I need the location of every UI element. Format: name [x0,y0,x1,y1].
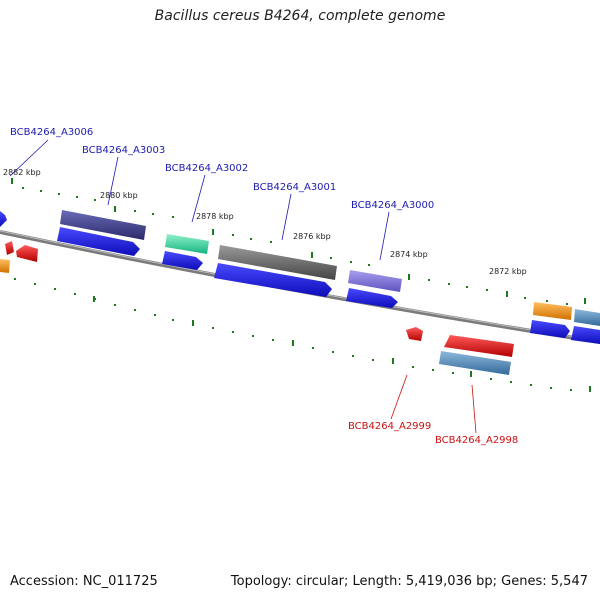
tick-label: 2874 kbp [390,250,428,259]
feature-red[interactable] [16,245,38,262]
feature-orange[interactable] [0,259,10,273]
feature-steel[interactable] [574,309,600,326]
feature-red[interactable] [444,335,514,357]
feature-lavender[interactable] [348,270,402,292]
leader-line [281,193,292,241]
feature-cluster-left [0,241,38,273]
gene-label[interactable]: BCB4264_A3006 [10,127,93,138]
gene-label[interactable]: BCB4264_A3002 [165,163,248,174]
gene-label[interactable]: BCB4264_A3003 [82,145,165,156]
cds-lane-forward [0,211,600,344]
cds-arrow[interactable] [0,211,7,227]
feature-navy[interactable] [60,210,146,240]
tick-label: 2880 kbp [100,191,138,200]
cds-arrow[interactable] [57,227,140,256]
feature-orange[interactable] [533,302,572,320]
map-title: Bacillus cereus B4264, complete genome [154,8,446,24]
feature-red[interactable] [406,327,423,341]
gene-label[interactable]: BCB4264_A3001 [253,182,336,193]
tick-label: 2876 kbp [293,232,331,241]
feature-teal[interactable] [165,234,209,254]
inner-tick-ring [14,278,591,392]
feature-lane-upper [60,210,600,326]
outer-tick-ring [11,178,586,305]
feature-red[interactable] [5,241,14,255]
cds-arrow[interactable] [530,320,570,338]
tick-label: 2872 kbp [489,267,527,276]
leader-line [191,174,206,223]
gene-label[interactable]: BCB4264_A2999 [348,421,431,432]
tick-label: 2878 kbp [196,212,234,221]
tick-label: 2882 kbp [3,168,41,177]
cds-arrow[interactable] [162,251,203,270]
leader-line [390,374,408,420]
leader-line [9,139,49,177]
genome-summary-text: Topology: circular; Length: 5,419,036 bp… [230,574,588,589]
cds-arrow[interactable] [571,326,600,344]
feature-lane-lower [406,327,514,375]
gene-label[interactable]: BCB4264_A3000 [351,200,434,211]
cds-arrow[interactable] [346,288,398,308]
feature-steel[interactable] [439,351,511,375]
leader-line [107,156,119,206]
leader-line [471,384,477,434]
accession-text: Accession: NC_011725 [10,574,158,589]
gene-label[interactable]: BCB4264_A2998 [435,435,518,446]
feature-gray[interactable] [218,245,337,280]
leader-line [379,211,390,261]
cds-arrow[interactable] [214,263,332,297]
